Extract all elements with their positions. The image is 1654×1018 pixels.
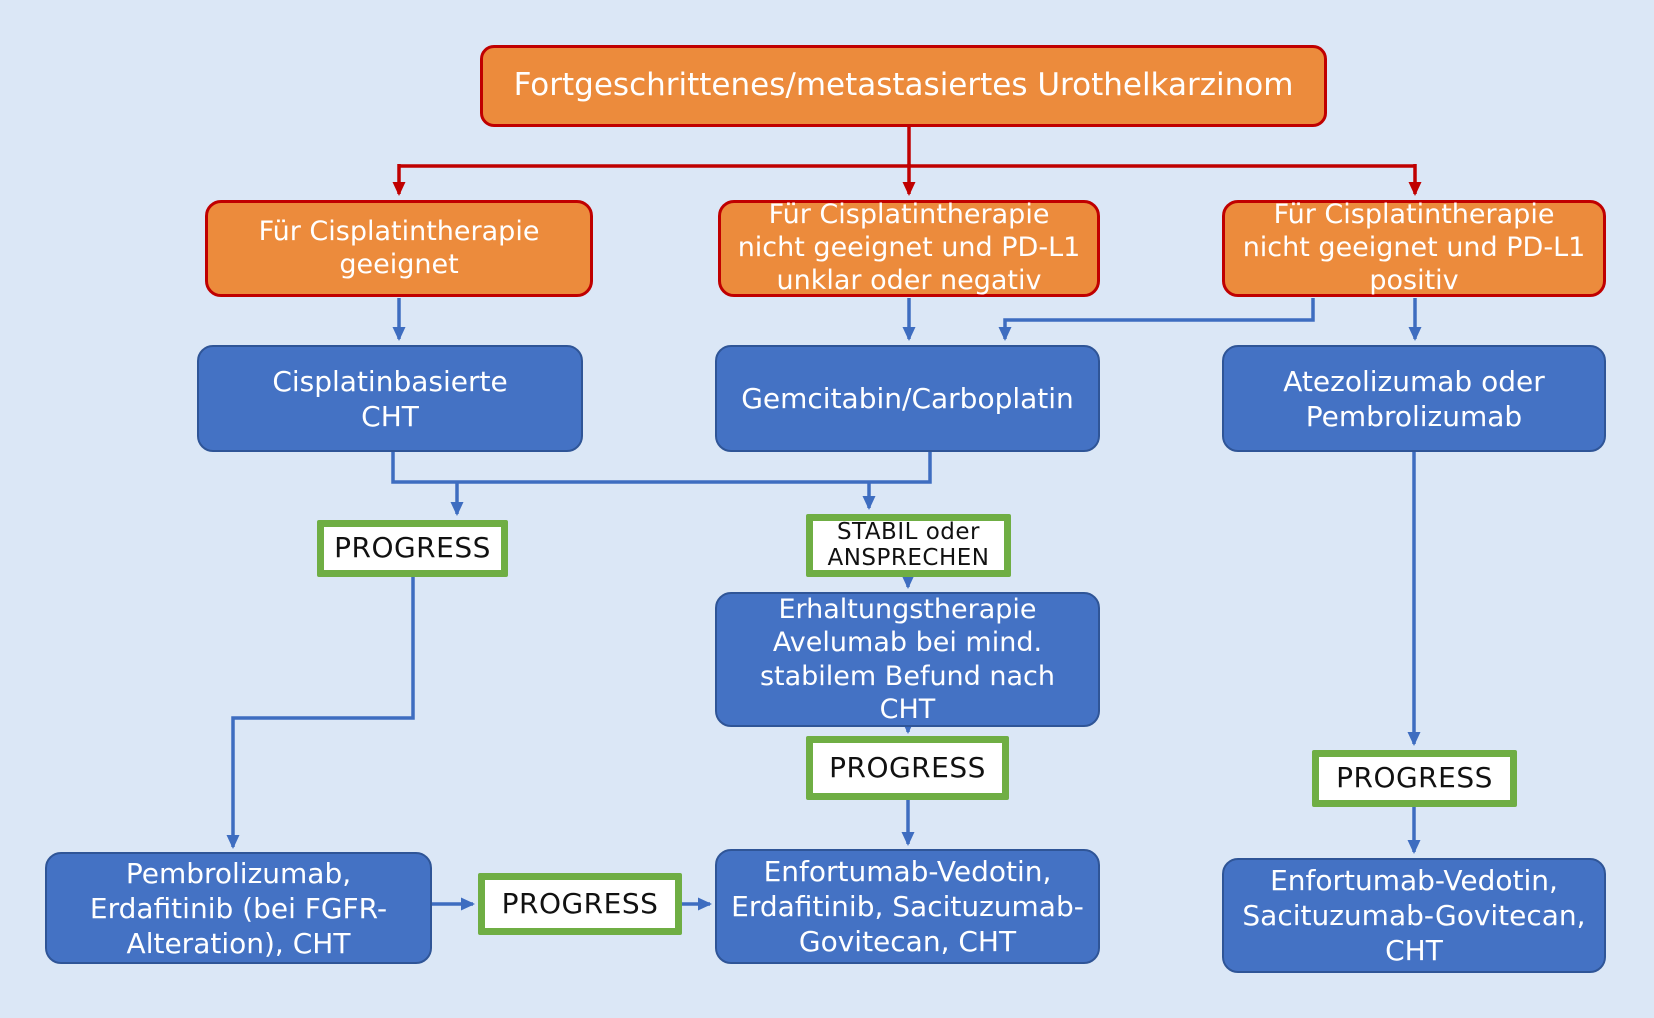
node-erhaltungstherapie-avelumab: Erhaltungstherapie Avelumab bei mind. st… [715,592,1100,727]
node-second-line-right: Enfortumab-Vedotin, Sacituzumab-Goviteca… [1222,858,1606,973]
node-title: Fortgeschrittenes/metastasiertes Urothel… [480,45,1327,127]
node-stabil-ansprechen: STABIL oder ANSPRECHEN [806,514,1011,577]
node-progress-bottom-left: PROGRESS [478,873,682,935]
node-gemcitabin-carboplatin: Gemcitabin/Carboplatin [715,345,1100,452]
edge-positive-to-gemcitabin [998,298,1315,341]
node-cisplatin-cht: Cisplatinbasierte CHT [197,345,583,452]
edge-cht-gemcitabin-join [391,452,932,484]
node-progress-right: PROGRESS [1312,750,1517,807]
node-cisplatin-ineligible-pdl1-unclear: Für Cisplatintherapie nicht geeignet und… [718,199,1100,297]
node-pembrolizumab-erdafitinib: Pembrolizumab, Erdafitinib (bei FGFR- Al… [45,852,432,964]
node-cisplatin-eligible: Für Cisplatintherapie geeignet [205,200,593,297]
node-progress-left: PROGRESS [317,520,508,577]
node-atezolizumab-pembrolizumab: Atezolizumab oder Pembrolizumab [1222,345,1606,452]
node-progress-middle: PROGRESS [806,736,1009,800]
edge-progress-left-to-pembrolizumab [226,577,415,849]
node-cisplatin-ineligible-pdl1-positive: Für Cisplatintherapie nicht geeignet und… [1222,199,1606,297]
node-second-line-middle: Enfortumab-Vedotin, Erdafitinib, Sacituz… [715,849,1100,964]
